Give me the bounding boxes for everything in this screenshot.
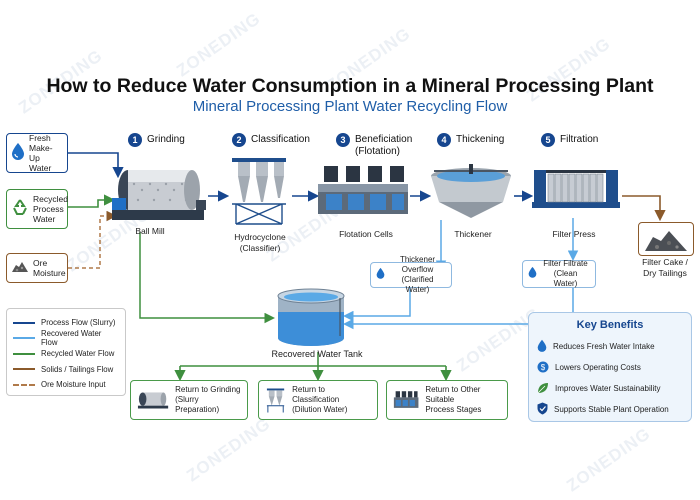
thickener-label: Thickener bbox=[454, 229, 492, 239]
overflow-to-tank-line bbox=[343, 276, 411, 322]
fresh-water-line bbox=[68, 152, 124, 179]
thickener-illustration bbox=[428, 164, 514, 227]
step-label: Filtration bbox=[560, 134, 599, 145]
ore-pile-icon bbox=[11, 259, 29, 278]
dollar-coin-icon: $ bbox=[537, 361, 549, 375]
step-thickening: 4 Thickening bbox=[437, 133, 504, 147]
step-number: 2 bbox=[232, 133, 246, 147]
return-label: Return to Other Suitable Process Stages bbox=[425, 385, 482, 414]
step-number: 3 bbox=[336, 133, 350, 147]
legend-label: Ore Moisture Input bbox=[41, 380, 106, 390]
step-label: Beneficiation (Flotation) bbox=[355, 134, 413, 157]
solids-line bbox=[622, 195, 666, 222]
water-drop-icon bbox=[11, 142, 25, 165]
ball-mill-label: Ball Mill bbox=[135, 226, 165, 236]
step-label: Classification bbox=[251, 134, 310, 145]
shield-check-icon bbox=[537, 402, 548, 417]
tank-label: Recovered Water Tank bbox=[271, 349, 363, 359]
benefit-item: $ Lowers Operating Costs bbox=[537, 357, 683, 378]
hydrocyclone-illustration bbox=[226, 154, 292, 233]
ball-mill-illustration bbox=[108, 160, 208, 231]
legend-item: Recovered Water Flow bbox=[13, 329, 119, 348]
filter-press-illustration bbox=[530, 166, 622, 223]
step-number: 4 bbox=[437, 133, 451, 147]
legend-item: Ore Moisture Input bbox=[13, 377, 119, 393]
input-label: Ore Moisture bbox=[33, 258, 66, 278]
water-drop-icon bbox=[528, 265, 537, 283]
legend-item: Recycled Water Flow bbox=[13, 346, 119, 362]
filter-cake-label: Filter Cake / Dry Tailings bbox=[642, 257, 688, 278]
legend-swatch bbox=[13, 321, 35, 324]
hydrocyclone-label: Hydrocyclone (Classifier) bbox=[234, 232, 286, 253]
flotation-cells-icon bbox=[393, 391, 419, 408]
recycle-icon bbox=[11, 198, 29, 221]
step-label: Grinding bbox=[147, 134, 185, 145]
return-other-stages-box: Return to Other Suitable Process Stages bbox=[386, 380, 508, 420]
legend-swatch bbox=[13, 383, 35, 386]
benefit-item: Supports Stable Plant Operation bbox=[537, 399, 683, 420]
step-filtration: 5 Filtration bbox=[541, 133, 598, 147]
page-title: How to Reduce Water Consumption in a Min… bbox=[46, 75, 654, 97]
return-grinding-box: Return to Grinding (Slurry Preparation) bbox=[130, 380, 248, 420]
return-classification-box: Return to Classification (Dilution Water… bbox=[258, 380, 378, 420]
ball-mill-icon bbox=[137, 392, 169, 409]
legend-label: Recycled Water Flow bbox=[41, 349, 115, 359]
input-recycled-water: Recycled Process Water bbox=[6, 189, 68, 229]
svg-text:$: $ bbox=[541, 363, 546, 372]
note-text: Filter Filtrate (Clean Water) bbox=[543, 259, 588, 288]
benefit-label: Supports Stable Plant Operation bbox=[554, 405, 669, 414]
input-label: Fresh Make-Up Water bbox=[29, 133, 53, 173]
flotation-cells-illustration bbox=[316, 162, 410, 223]
input-label: Recycled Process Water bbox=[33, 194, 68, 224]
step-grinding: 1 Grinding bbox=[128, 133, 185, 147]
return-label: Return to Classification (Dilution Water… bbox=[292, 385, 348, 414]
legend-item: Process Flow (Slurry) bbox=[13, 315, 119, 331]
filter-filtrate-note: Filter Filtrate (Clean Water) bbox=[522, 259, 596, 288]
benefit-label: Improves Water Sustainability bbox=[555, 384, 661, 393]
note-text: Thickener Overflow (Clarified Water) bbox=[399, 255, 436, 294]
input-ore-moisture: Ore Moisture bbox=[6, 253, 68, 283]
recycled-water-line bbox=[68, 194, 116, 208]
water-drop-icon bbox=[537, 339, 547, 354]
step-classification: 2 Classification bbox=[232, 133, 310, 147]
hydrocyclone-icon bbox=[266, 388, 285, 413]
legend-item: Solids / Tailings Flow bbox=[13, 362, 119, 378]
legend-label: Recovered Water Flow bbox=[41, 329, 102, 348]
page-subtitle: Mineral Processing Plant Water Recycling… bbox=[192, 98, 508, 115]
input-fresh-water: Fresh Make-Up Water bbox=[6, 133, 68, 173]
benefit-item: Improves Water Sustainability bbox=[537, 378, 683, 399]
benefits-title: Key Benefits bbox=[576, 319, 644, 331]
filter-cake-box bbox=[638, 222, 694, 256]
thickener-overflow-note: Thickener Overflow (Clarified Water) bbox=[370, 255, 452, 294]
recovered-water-tank-illustration bbox=[274, 286, 348, 355]
benefit-item: Reduces Fresh Water Intake bbox=[537, 336, 683, 357]
legend-swatch bbox=[13, 368, 35, 371]
ore-moisture-line bbox=[68, 210, 117, 269]
legend-label: Process Flow (Slurry) bbox=[41, 318, 116, 328]
filter-cake-icon bbox=[645, 231, 687, 251]
legend-swatch bbox=[13, 337, 35, 340]
return-label: Return to Grinding (Slurry Preparation) bbox=[175, 385, 241, 414]
key-benefits-panel: Key Benefits Reduces Fresh Water Intake … bbox=[528, 312, 692, 422]
step-number: 1 bbox=[128, 133, 142, 147]
legend-swatch bbox=[13, 352, 35, 355]
flotation-cells-label: Flotation Cells bbox=[339, 229, 393, 239]
legend: Process Flow (Slurry) Recovered Water Fl… bbox=[6, 308, 126, 396]
step-beneficiation: 3 Beneficiation (Flotation) bbox=[336, 133, 412, 158]
legend-label: Solids / Tailings Flow bbox=[41, 364, 114, 374]
benefit-label: Lowers Operating Costs bbox=[555, 363, 641, 372]
leaf-icon bbox=[537, 382, 549, 396]
step-number: 5 bbox=[541, 133, 555, 147]
filter-press-label: Filter Press bbox=[552, 229, 596, 239]
water-drop-icon bbox=[376, 266, 385, 284]
benefit-label: Reduces Fresh Water Intake bbox=[553, 342, 655, 351]
mill-to-tank-line bbox=[139, 232, 275, 324]
step-label: Thickening bbox=[456, 134, 505, 145]
